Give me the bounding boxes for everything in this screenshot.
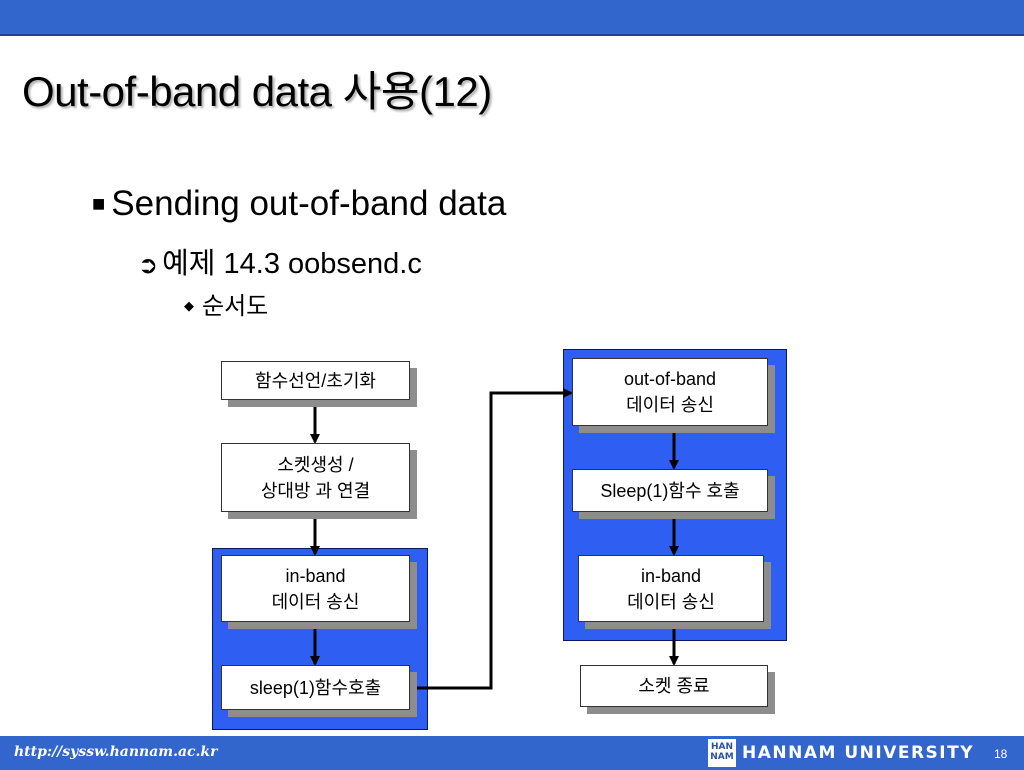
bullet-level2: ➲예제 14.3 oobsend.c (138, 240, 422, 282)
bullet-level2-text: 예제 14.3 oobsend.c (162, 248, 422, 280)
bullet-level3-text: 순서도 (202, 292, 269, 320)
footer-url: http://syssw.hannam.ac.kr (14, 744, 218, 760)
flow-box-sleep-right-line1: Sleep(1)함수 호출 (600, 480, 740, 501)
flow-box-oob-send: out-of-band 데이터 송신 (572, 358, 768, 426)
bullet-level1-text: Sending out-of-band data (111, 184, 507, 223)
flow-box-init: 함수선언/초기화 (221, 361, 410, 400)
flow-box-inband-send-left-line1: in-band (285, 565, 346, 586)
top-bar (0, 0, 1024, 36)
university-logo-icon: HAN NAM (708, 739, 736, 767)
arrow-bullet-icon: ➲ (138, 252, 159, 279)
flow-box-inband-send-left-line2: 데이터 송신 (271, 591, 360, 612)
flow-box-oob-send-line2: 데이터 송신 (626, 395, 714, 415)
bullet-level3: ◆ 순서도 (184, 286, 268, 321)
footer-bar: http://syssw.hannam.ac.kr HAN NAM HANNAM… (0, 734, 1024, 770)
square-bullet-icon: ■ (92, 191, 106, 216)
flow-box-inband-send-right: in-band 데이터 송신 (578, 555, 764, 622)
flow-box-sleep-left-line1: sleep(1)함수호출 (249, 677, 382, 698)
bullet-level1: ■Sending out-of-band data (92, 184, 506, 224)
flow-box-socket-close-line1: 소켓 종료 (638, 676, 710, 696)
slide-title: Out-of-band data 사용(12) (22, 68, 492, 115)
flow-box-socket-close: 소켓 종료 (580, 665, 768, 707)
flow-box-oob-send-line1: out-of-band (623, 369, 717, 389)
flow-box-sleep-left: sleep(1)함수호출 (221, 665, 410, 710)
flow-box-init-line1: 함수선언/초기화 (255, 370, 376, 391)
page-number: 18 (994, 747, 1008, 761)
flow-box-sleep-right: Sleep(1)함수 호출 (572, 469, 768, 512)
flow-box-socket-connect: 소켓생성 / 상대방 과 연결 (221, 443, 410, 512)
diamond-bullet-icon: ◆ (184, 299, 194, 314)
flow-box-inband-send-right-line1: in-band (640, 565, 702, 586)
flow-box-socket-connect-line2: 상대방 과 연결 (260, 480, 371, 501)
flow-box-inband-send-right-line2: 데이터 송신 (627, 591, 715, 612)
university-name: HANNAM UNIVERSITY (742, 743, 975, 763)
arrow-left-to-right (410, 388, 573, 690)
logo-line2: NAM (710, 752, 734, 762)
flow-box-inband-send-left: in-band 데이터 송신 (221, 555, 410, 622)
logo-line1: HAN (710, 742, 734, 752)
flow-box-socket-connect-line1: 소켓생성 / (277, 454, 354, 475)
